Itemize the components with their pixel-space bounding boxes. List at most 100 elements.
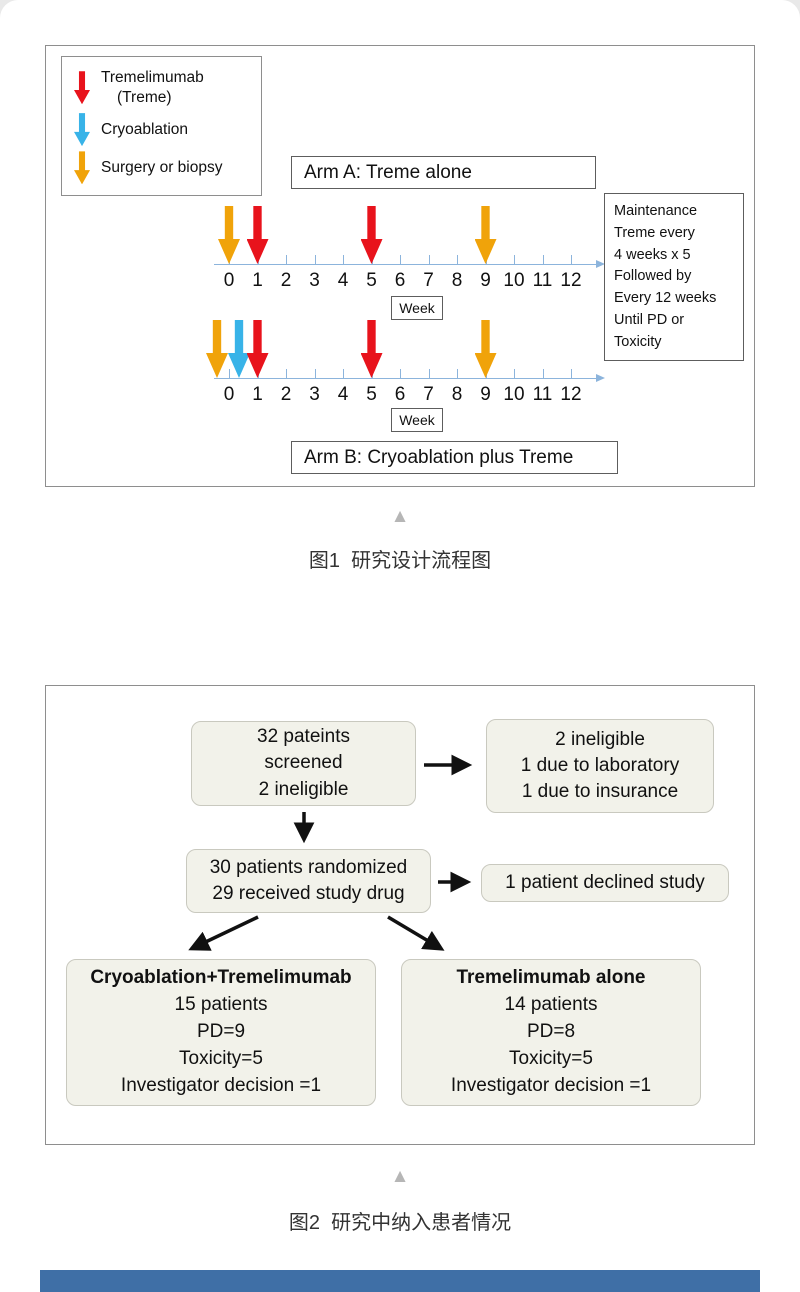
arrow-randomized-to-treme-arm <box>387 915 445 951</box>
treme-arm-result-box: Tremelimumab alone 14 patients PD=8 Toxi… <box>401 959 701 1106</box>
timeline-week-number: 9 <box>480 270 491 291</box>
treme-arm-line: Toxicity=5 <box>509 1047 593 1069</box>
timeline-tick <box>542 369 544 378</box>
declined-box: 1 patient declined study <box>481 864 729 902</box>
timeline-week-number: 8 <box>451 270 463 291</box>
treme-event-arrow-icon <box>360 206 383 264</box>
legend-label-cryoablation: Cryoablation <box>101 120 188 140</box>
timeline-tick <box>229 369 230 378</box>
legend-item-cryoablation: Cryoablation <box>74 113 249 147</box>
timeline-tick <box>400 255 401 264</box>
legend-label-surgery: Surgery or biopsy <box>101 158 222 178</box>
maintenance-line: Toxicity <box>614 333 662 350</box>
timeline-tick <box>286 255 287 264</box>
timeline-week-number: 11 <box>532 384 553 405</box>
legend-label-line: (Treme) <box>117 88 172 106</box>
timeline-tick <box>514 255 515 264</box>
timeline-week-number: 5 <box>366 270 377 291</box>
timeline-axis <box>214 378 596 379</box>
maintenance-line: Followed by <box>614 268 692 285</box>
maintenance-line: Treme every <box>614 224 695 241</box>
timeline-tick <box>286 369 287 378</box>
surgery-event-arrow-icon <box>474 206 497 264</box>
treme-arm-title: Tremelimumab alone <box>456 967 646 989</box>
timeline-week-number: 0 <box>223 270 235 291</box>
ineligible-line: 1 due to laboratory <box>520 754 680 776</box>
timeline-week-number: 3 <box>309 384 320 405</box>
week-label-arm-b: Week <box>391 408 443 432</box>
legend-label-line: Cryoablation <box>101 120 189 138</box>
week-label-arm-a: Week <box>391 296 443 320</box>
cryo-arm-line: Investigator decision =1 <box>120 1074 322 1096</box>
maintenance-line: Maintenance <box>614 203 698 219</box>
timeline-tick <box>343 255 344 264</box>
legend-label-tremelimumab: Tremelimumab (Treme) <box>101 68 204 108</box>
maintenance-line: Every 12 weeks <box>614 290 717 306</box>
treme-event-arrow-icon <box>246 206 269 264</box>
timeline-tick <box>457 369 458 378</box>
cryoablation-arrow-icon <box>74 113 90 147</box>
timeline-week-number: 1 <box>252 384 263 405</box>
timeline-tick <box>428 369 430 378</box>
randomized-box: 30 patients randomized 29 received study… <box>186 849 431 913</box>
maintenance-line: Until PD or <box>614 311 685 328</box>
randomized-line: 30 patients randomized <box>209 856 408 878</box>
timeline-axis-arrowhead-icon <box>596 259 605 268</box>
arm-b-label-box: Arm B: Cryoablation plus Treme <box>291 441 618 474</box>
treme-arm-line: Investigator decision =1 <box>450 1074 652 1096</box>
ineligible-line: 1 due to insurance <box>521 781 679 803</box>
cryoablation-event-arrow-icon <box>228 320 250 378</box>
figure1-legend: Tremelimumab (Treme) Cryoablation Surger… <box>61 56 262 196</box>
maintenance-note-box: Maintenance Treme every 4 weeks x 5 Foll… <box>604 193 744 361</box>
timeline-week-number: 6 <box>394 384 406 405</box>
timeline-week-number: 7 <box>423 384 434 405</box>
legend-label-line: Surgery or biopsy <box>101 158 223 176</box>
timeline-week-number: 0 <box>223 384 235 405</box>
timeline-tick <box>457 255 458 264</box>
timeline-axis <box>214 264 596 265</box>
timeline-week-number: 5 <box>366 384 377 405</box>
figure1-caption: 图1 研究设计流程图 <box>308 550 492 572</box>
timeline-tick <box>542 255 544 264</box>
cryo-arm-line: 15 patients <box>174 994 268 1016</box>
timeline-week-number: 2 <box>280 270 292 291</box>
timeline-week-number: 7 <box>423 270 434 291</box>
timeline-week-number: 12 <box>560 384 582 405</box>
cryo-arm-line: Toxicity=5 <box>179 1047 263 1069</box>
timeline-tick <box>428 255 430 264</box>
surgery-event-arrow-icon <box>474 320 497 378</box>
legend-item-surgery: Surgery or biopsy <box>74 151 249 185</box>
timeline-week-number: 1 <box>252 270 263 291</box>
timeline-week-number: 9 <box>480 384 491 405</box>
timeline-tick <box>400 369 401 378</box>
cryo-arm-title: Cryoablation+Tremelimumab <box>90 967 352 989</box>
figure1-study-design-diagram: Tremelimumab (Treme) Cryoablation Surger… <box>45 45 755 487</box>
treme-event-arrow-icon <box>246 320 269 378</box>
timeline-tick <box>571 255 572 264</box>
timeline-tick <box>571 369 572 378</box>
timeline-week-number: 10 <box>503 384 525 405</box>
timeline-week-number: 4 <box>337 270 349 291</box>
timeline-tick <box>343 369 344 378</box>
timeline-tick <box>514 369 515 378</box>
screened-line: 2 ineligible <box>258 778 349 800</box>
figure1-separator-triangle-icon: ▲ <box>390 506 410 527</box>
timeline-week-number: 8 <box>451 384 463 405</box>
timeline-week-number: 2 <box>280 384 292 405</box>
arm-a-label-box: Arm A: Treme alone <box>291 156 596 189</box>
maintenance-line: 4 weeks x 5 <box>614 246 691 263</box>
surgery-arrow-icon <box>74 151 90 185</box>
timeline-axis-arrowhead-icon <box>596 373 605 382</box>
cryo-arm-result-box: Cryoablation+Tremelimumab 15 patients PD… <box>66 959 376 1106</box>
timeline-tick <box>314 369 316 378</box>
declined-line: 1 patient declined study <box>505 871 705 893</box>
timeline-week-number: 6 <box>394 270 406 291</box>
treme-arm-line: PD=8 <box>526 1021 576 1043</box>
legend-label-line: Tremelimumab <box>101 68 204 86</box>
figure2-enrollment-flowchart: 32 pateints screened 2 ineligible 2 inel… <box>45 685 755 1145</box>
timeline-week-number: 10 <box>503 270 525 291</box>
figure2-separator-triangle-icon: ▲ <box>390 1166 410 1187</box>
arrow-randomized-to-cryo-arm <box>188 915 259 951</box>
